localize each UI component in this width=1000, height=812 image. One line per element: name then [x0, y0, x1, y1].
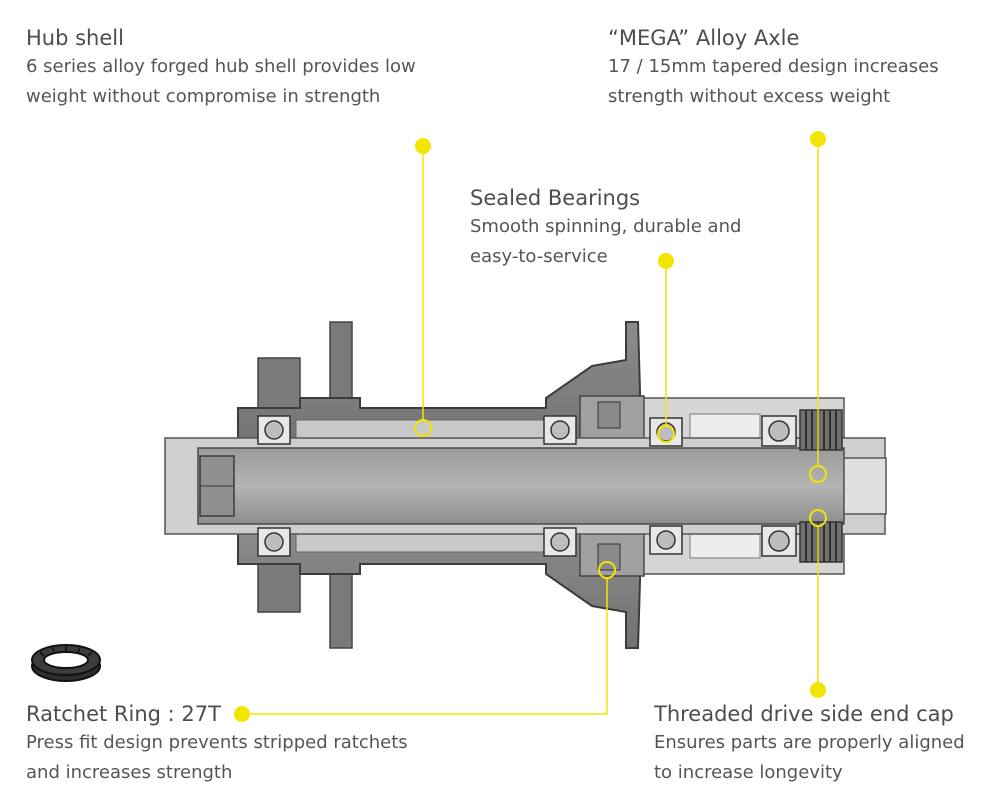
- bearings: [257, 415, 797, 557]
- axle: [164, 437, 887, 535]
- callout-title: Hub shell: [26, 26, 124, 50]
- callout-desc-line: to increase longevity: [654, 762, 843, 783]
- callout-alloy-axle: “MEGA” Alloy Axle 17 / 15mm tapered desi…: [608, 24, 939, 112]
- ratchet-ring-icon: [31, 644, 101, 682]
- callout-title: Threaded drive side end cap: [654, 702, 954, 726]
- callout-hub-shell: Hub shell 6 series alloy forged hub shel…: [26, 24, 416, 112]
- leader-ratchet-ring: [234, 561, 616, 722]
- callout-desc-line: Ensures parts are properly aligned: [654, 732, 965, 753]
- leader-sealed-bearings: [657, 253, 675, 443]
- callout-title: “MEGA” Alloy Axle: [608, 26, 800, 50]
- callout-sealed-bearings: Sealed Bearings Smooth spinning, durable…: [470, 184, 741, 272]
- callout-desc-line: weight without compromise in strength: [26, 86, 381, 107]
- callout-title: Sealed Bearings: [470, 186, 641, 210]
- callout-end-cap: Threaded drive side end cap Ensures part…: [654, 700, 965, 788]
- leader-alloy-axle: [809, 131, 827, 483]
- callout-desc-line: Press fit design prevents stripped ratch…: [26, 732, 408, 753]
- callout-ratchet-ring: Ratchet Ring : 27T Press fit design prev…: [26, 700, 408, 788]
- leader-hub-shell: [414, 138, 432, 437]
- callout-desc-line: 6 series alloy forged hub shell provides…: [26, 56, 416, 77]
- callout-desc-line: strength without excess weight: [608, 86, 891, 107]
- callout-desc-line: and increases strength: [26, 762, 233, 783]
- callout-desc-line: Smooth spinning, durable and: [470, 216, 742, 237]
- callout-desc-line: 17 / 15mm tapered design increases: [608, 56, 939, 77]
- callout-title: Ratchet Ring : 27T: [26, 702, 221, 726]
- callout-desc-line: easy-to-service: [470, 246, 608, 267]
- leader-end-cap: [809, 509, 827, 698]
